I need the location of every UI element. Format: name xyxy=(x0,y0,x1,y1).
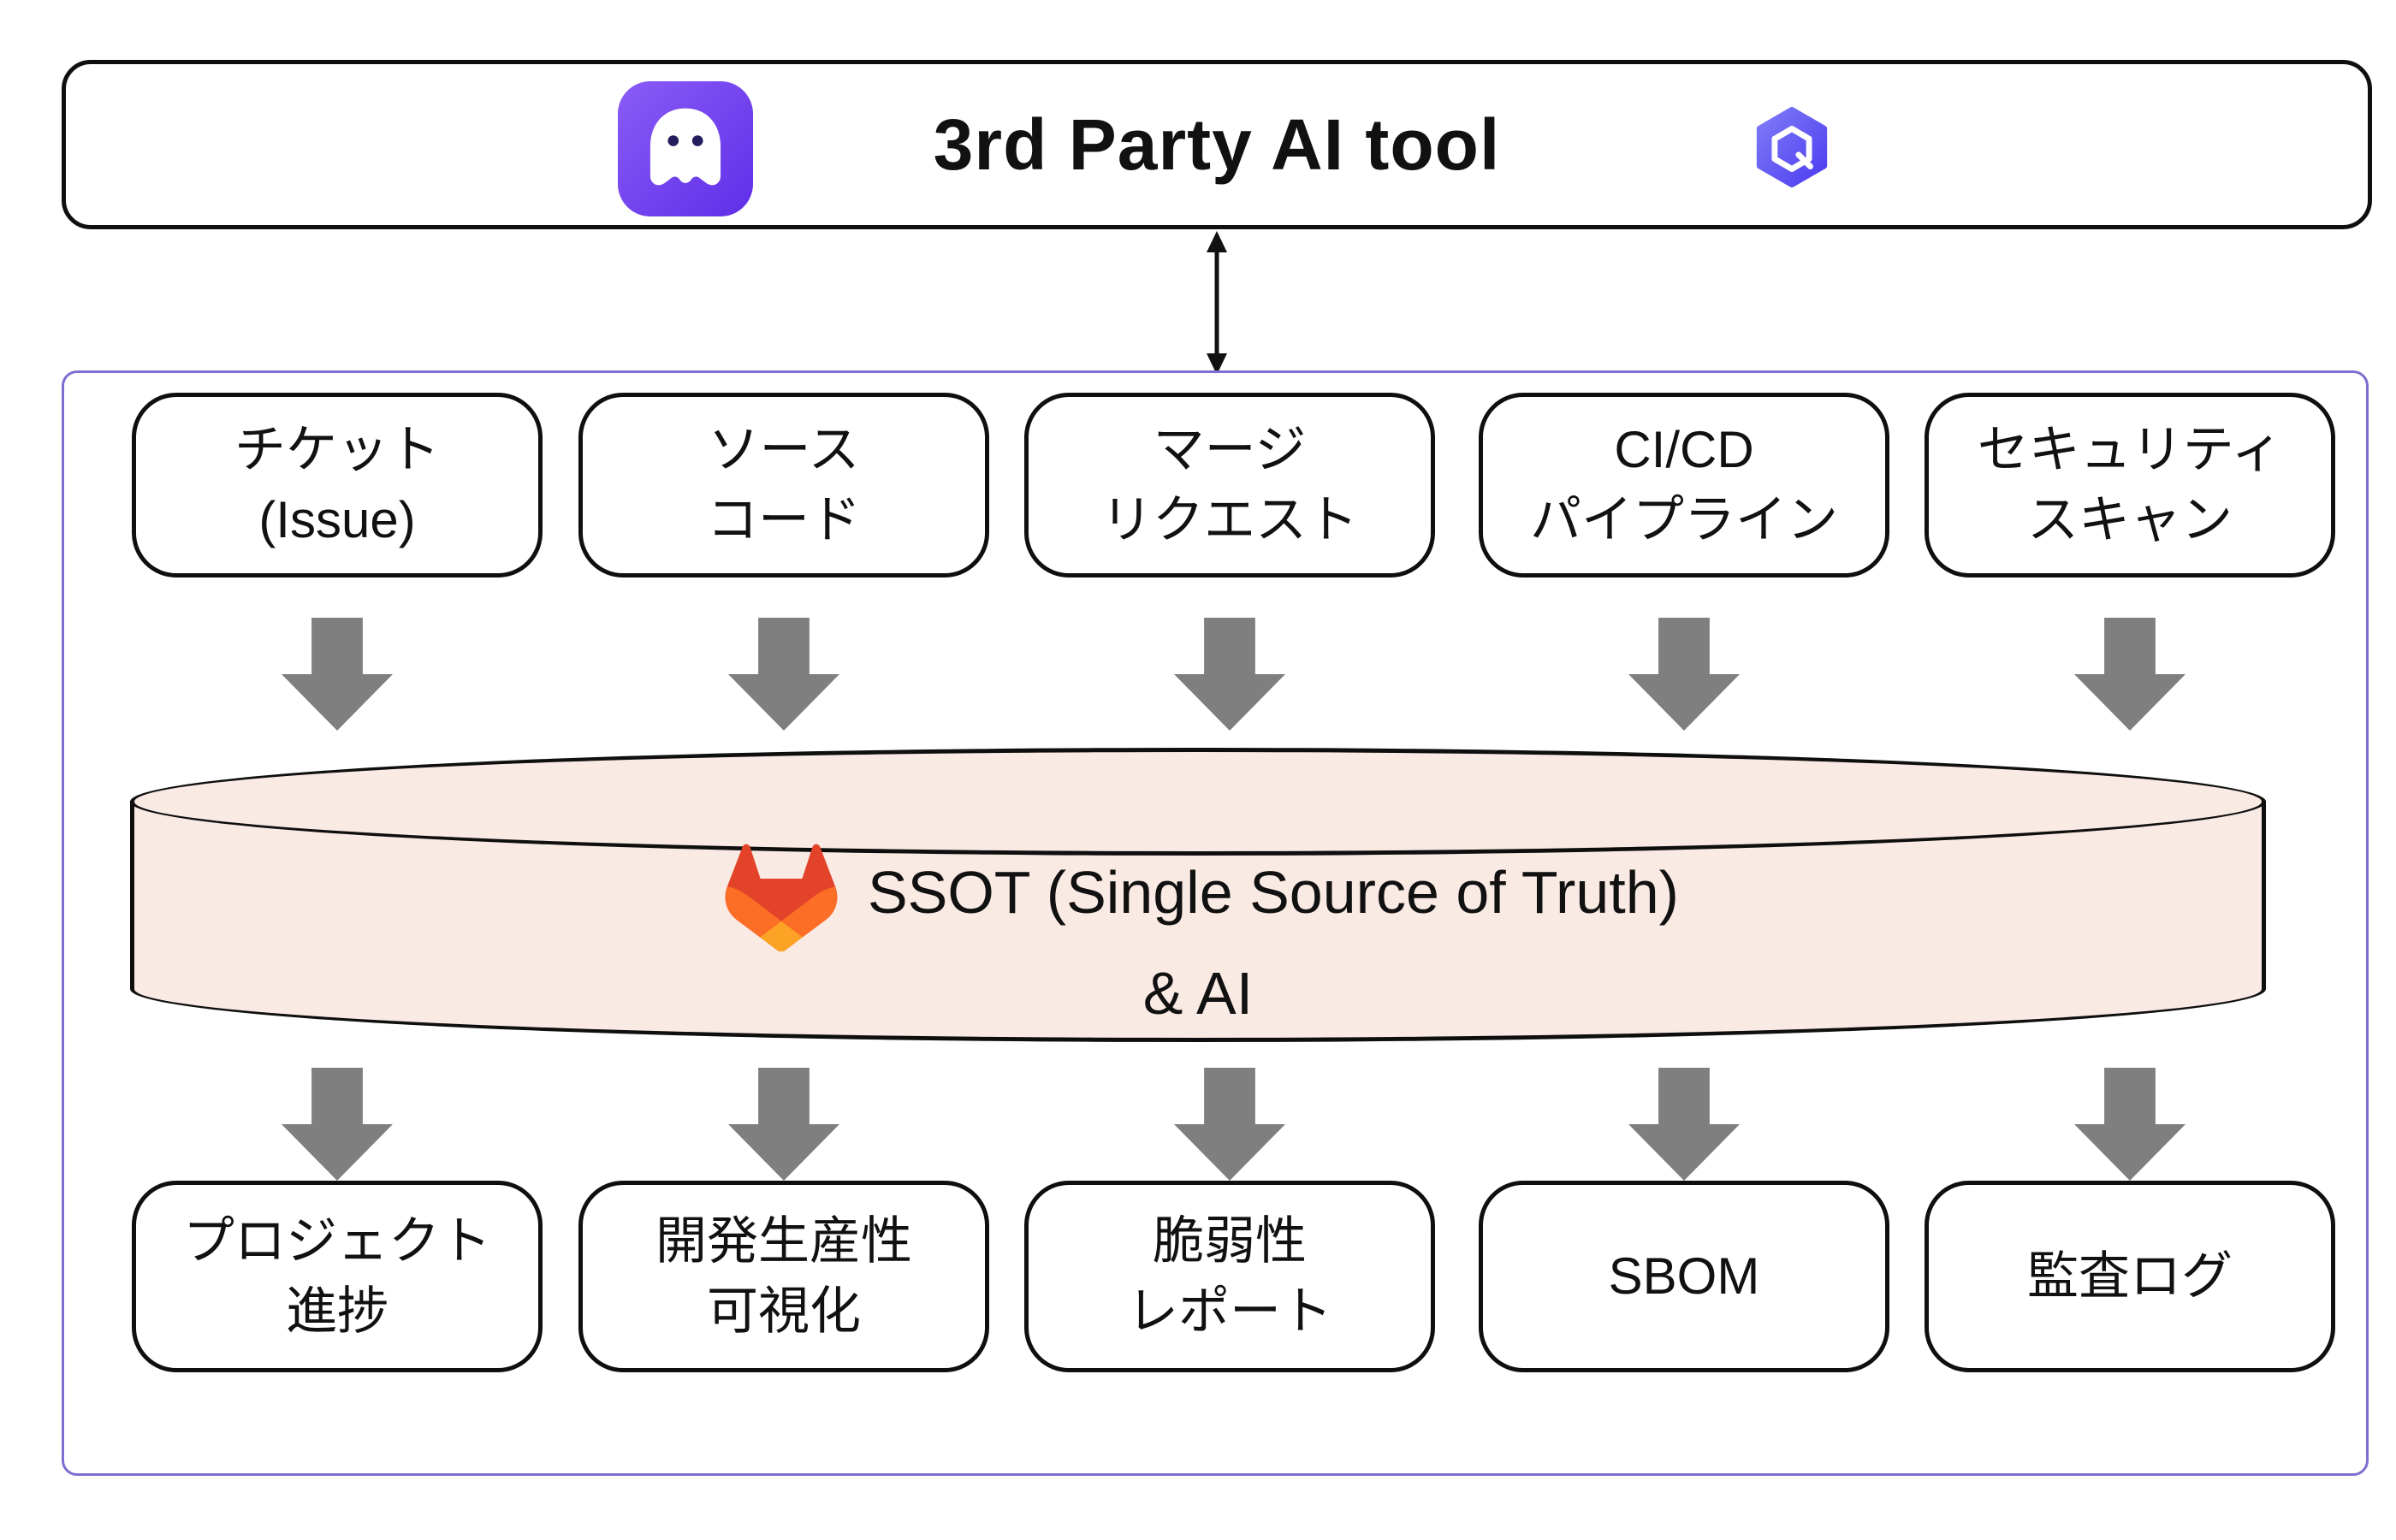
output-node-dev-productivity: 開発生産性 可視化 xyxy=(578,1181,989,1372)
node-label-line2: (Issue) xyxy=(258,491,416,548)
node-label-line1: 脆弱性 xyxy=(1153,1212,1307,1270)
ssot-label-line2: & AI xyxy=(1142,960,1254,1027)
node-label-line1: プロジェクト xyxy=(183,1212,491,1270)
cylinder-top-ellipse xyxy=(130,748,2266,856)
node-label-line1: 監査ログ xyxy=(2027,1247,2233,1306)
hexagon-q-icon xyxy=(1750,106,1834,191)
input-node-issue: チケット (Issue) xyxy=(132,393,543,578)
input-node-merge-request: マージ リクエスト xyxy=(1024,393,1435,578)
node-label-line1: SBOM xyxy=(1608,1247,1760,1306)
page-title: 3rd Party AI tool xyxy=(933,104,1501,185)
ssot-label-line1: SSOT (Single Source of Truth) xyxy=(867,858,1679,926)
ssot-hub-content: SSOT (Single Source of Truth) & AI xyxy=(130,833,2266,1033)
bidirectional-arrow xyxy=(1197,229,1237,381)
output-node-vulnerability-report: 脆弱性 レポート xyxy=(1024,1181,1435,1372)
node-label-line2: パイプライン xyxy=(1530,491,1838,548)
third-party-ai-tool-box: 3rd Party AI tool xyxy=(62,60,2372,229)
ghost-app-icon xyxy=(618,81,753,216)
node-label-line2: スキャン xyxy=(2027,491,2233,548)
input-node-security-scan: セキュリティ スキャン xyxy=(1925,393,2335,578)
ssot-database-cylinder: SSOT (Single Source of Truth) & AI xyxy=(130,748,2266,1047)
input-node-cicd-pipeline: CI/CD パイプライン xyxy=(1479,393,1889,578)
node-label-line2: リクエスト xyxy=(1101,491,1358,548)
node-label-line2: 可視化 xyxy=(707,1282,861,1340)
node-label-line1: チケット xyxy=(234,421,440,479)
node-label-line1: セキュリティ xyxy=(1977,421,2283,479)
output-node-sbom: SBOM xyxy=(1479,1181,1889,1372)
node-label-line1: ソース xyxy=(708,421,860,479)
node-label-line1: CI/CD xyxy=(1614,421,1754,479)
gitlab-tanuki-icon xyxy=(717,833,845,952)
output-node-project-progress: プロジェクト 進捗 xyxy=(132,1181,543,1372)
node-label-line2: 進捗 xyxy=(286,1282,388,1340)
node-label-line2: レポート xyxy=(1127,1282,1332,1340)
output-node-audit-log: 監査ログ xyxy=(1925,1181,2335,1372)
node-label-line1: 開発生産性 xyxy=(655,1212,912,1270)
node-label-line2: コード xyxy=(707,491,861,548)
input-node-source-code: ソース コード xyxy=(578,393,989,578)
node-label-line1: マージ xyxy=(1153,421,1307,479)
